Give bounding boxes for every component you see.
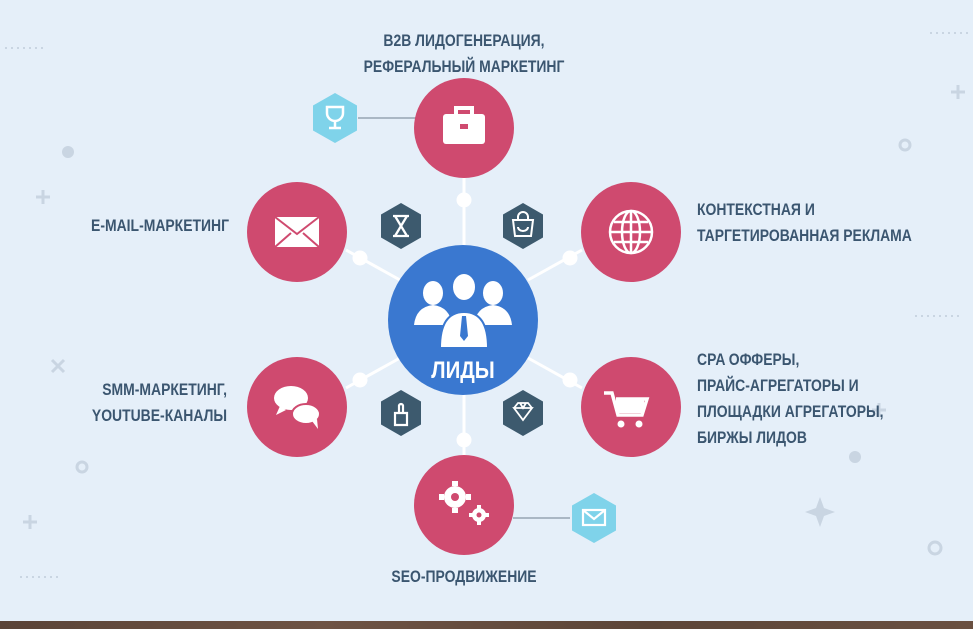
label-smm: SMM-МАРКЕТИНГ, YOUTUBE-КАНАЛЫ <box>41 377 227 429</box>
label-line: SMM-МАРКЕТИНГ, <box>102 380 227 399</box>
touch-hex-icon <box>381 390 421 436</box>
label-line: YOUTUBE-КАНАЛЫ <box>91 406 228 425</box>
label-seo: SEO-ПРОДВИЖЕНИЕ <box>357 564 570 590</box>
label-line: CPA ОФФЕРЫ, <box>697 350 800 369</box>
chat-bubbles-icon <box>274 386 321 429</box>
center-leads: ЛИДЫ <box>388 245 538 395</box>
bottom-wood-strip <box>0 621 973 629</box>
shopping-cart-icon <box>604 391 650 428</box>
label-cpa: CPA ОФФЕРЫ, ПРАЙС-АГРЕГАТОРЫ И ПЛОЩАДКИ … <box>697 347 884 451</box>
label-line: КОНТЕКСТНАЯ И <box>697 200 815 219</box>
channel-b2b <box>414 78 514 178</box>
globe-icon <box>608 209 654 255</box>
shopping-bag-hex-icon <box>503 203 543 249</box>
gears-icon <box>439 481 489 525</box>
label-line: E-MAIL-МАРКЕТИНГ <box>91 216 229 235</box>
label-line: SEO-ПРОДВИЖЕНИЕ <box>391 567 537 586</box>
label-line: ПЛОЩАДКИ АГРЕГАТОРЫ, <box>697 402 884 421</box>
hourglass-hex-icon <box>381 203 421 249</box>
briefcase-icon <box>443 106 485 144</box>
label-line: ТАРГЕТИРОВАННАЯ РЕКЛАМА <box>697 226 912 245</box>
label-b2b: B2B ЛИДОГЕНЕРАЦИЯ, РЕФЕРАЛЬНЫЙ МАРКЕТИНГ <box>357 28 570 80</box>
background-decorations <box>5 32 970 578</box>
label-line: ПРАЙС-АГРЕГАТОРЫ И <box>697 376 859 395</box>
channel-context <box>581 182 681 282</box>
envelope-icon <box>274 216 320 248</box>
channel-cpa <box>581 357 681 457</box>
diamond-hex-icon <box>503 390 543 436</box>
label-line: B2B ЛИДОГЕНЕРАЦИЯ, <box>383 31 545 50</box>
people-group-icon <box>414 272 512 349</box>
channel-seo <box>414 455 514 555</box>
center-label: ЛИДЫ <box>431 356 494 383</box>
mail-hex-icon <box>572 493 616 543</box>
connectors <box>345 178 583 455</box>
trophy-hex-icon <box>313 93 357 143</box>
label-context: КОНТЕКСТНАЯ И ТАРГЕТИРОВАННАЯ РЕКЛАМА <box>697 197 912 249</box>
channel-email <box>247 182 347 282</box>
channel-smm <box>247 357 347 457</box>
label-line: БИРЖЫ ЛИДОВ <box>697 428 807 447</box>
label-email: E-MAIL-МАРКЕТИНГ <box>41 213 229 239</box>
label-line: РЕФЕРАЛЬНЫЙ МАРКЕТИНГ <box>363 57 565 76</box>
